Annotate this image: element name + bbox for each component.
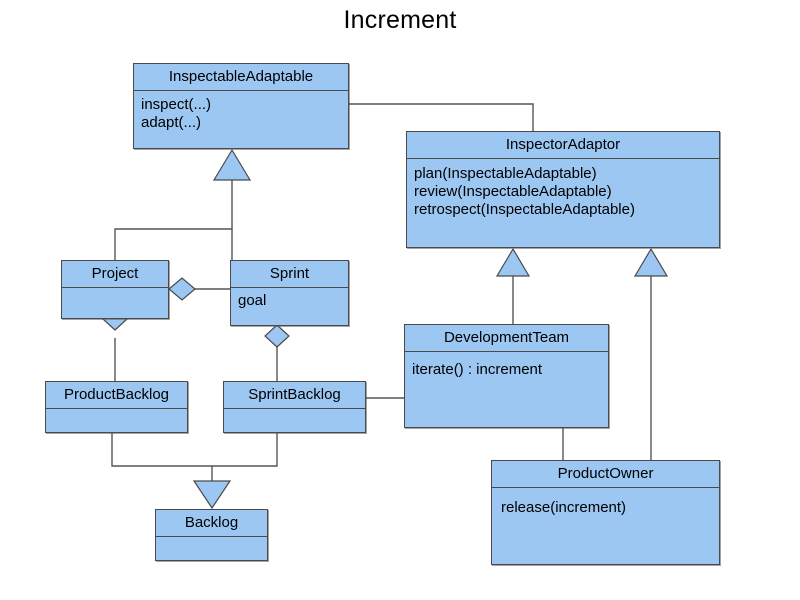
generalization-arrowhead-backlog [192,480,232,510]
generalization-arrowhead-inspectoradaptor-left [495,247,531,277]
class-box-project[interactable]: Project [61,260,169,319]
class-box-sprintbacklog[interactable]: SprintBacklog [223,381,366,433]
page-title: Increment [343,6,457,34]
edge-inspectableadaptable-inspectoradaptor [349,103,534,131]
class-members-project [62,288,168,315]
class-members-inspectoradaptor: plan(InspectableAdaptable) review(Inspec… [414,164,635,219]
class-members-sprintbacklog [224,409,365,430]
class-members-backlog [156,537,267,558]
class-name-inspectoradaptor: InspectorAdaptor [407,132,719,159]
class-box-productowner[interactable]: ProductOwner release(increment) [491,460,720,565]
class-members-productbacklog [46,409,187,430]
edge-productbacklog-to-bus [111,433,212,467]
class-name-inspectableadaptable: InspectableAdaptable [134,64,348,91]
class-name-productbacklog: ProductBacklog [46,382,187,409]
class-box-inspectableadaptable[interactable]: InspectableAdaptable inspect(...) adapt(… [133,63,349,149]
class-box-developmentteam[interactable]: DevelopmentTeam iterate() : increment [404,324,609,428]
class-box-inspectoradaptor[interactable]: InspectorAdaptor plan(InspectableAdaptab… [406,131,720,248]
aggregation-diamond-sprint-sprintbacklog [264,324,290,348]
class-box-backlog[interactable]: Backlog [155,509,268,561]
class-name-developmentteam: DevelopmentTeam [405,325,608,352]
edge-project-sprint-to-inspectableadaptable [114,228,233,260]
generalization-arrowhead-inspectoradaptor-right [633,247,669,277]
class-name-project: Project [62,261,168,288]
class-members-developmentteam: iterate() : increment [412,360,543,378]
class-box-productbacklog[interactable]: ProductBacklog [45,381,188,433]
class-box-sprint[interactable]: Sprint goal [230,260,349,326]
class-members-inspectableadaptable: inspect(...) adapt(...) [141,95,212,132]
generalization-arrowhead-inspectableadaptable [212,148,252,181]
class-name-sprintbacklog: SprintBacklog [224,382,365,409]
class-name-sprint: Sprint [231,261,348,288]
aggregation-diamond-project-sprint [168,277,196,301]
edge-sprintbacklog-to-bus [212,433,278,467]
class-members-sprint: goal [238,291,267,309]
class-name-productowner: ProductOwner [492,461,719,488]
class-name-backlog: Backlog [156,510,267,537]
class-members-productowner: release(increment) [501,498,627,516]
